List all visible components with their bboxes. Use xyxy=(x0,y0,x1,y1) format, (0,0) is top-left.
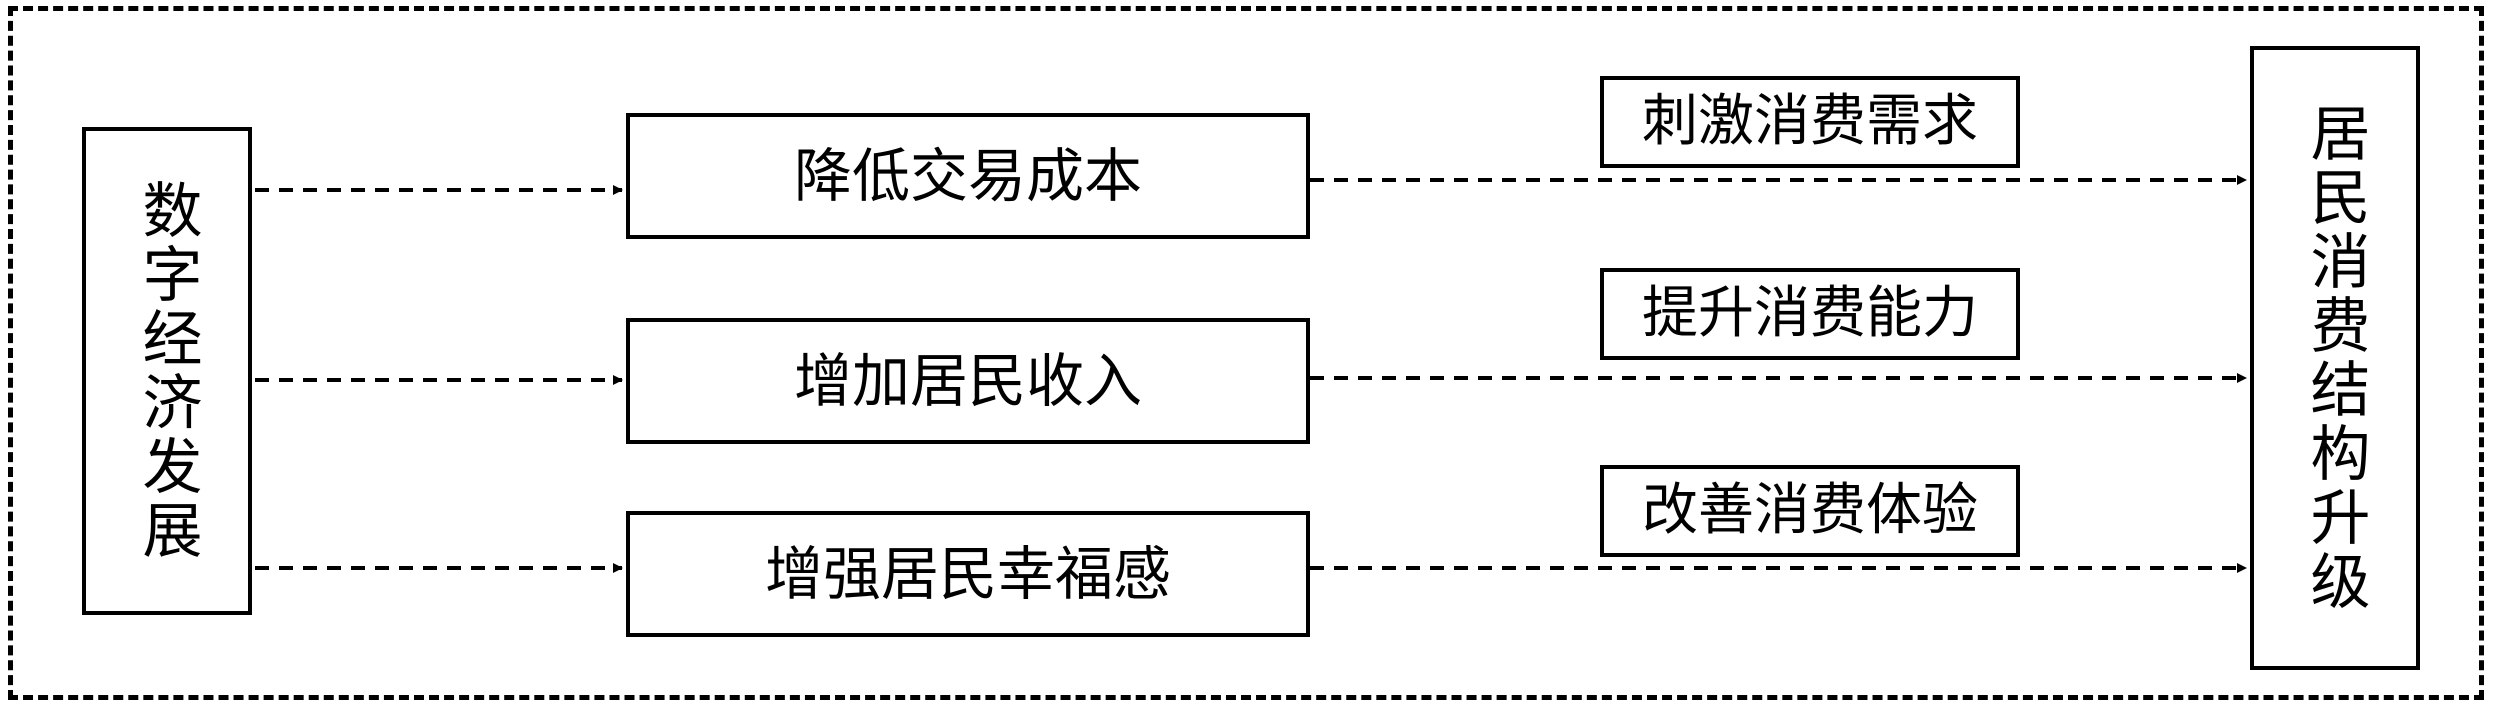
mechanism-node-1-label: 降低交易成本 xyxy=(793,142,1142,210)
effect-label-3-text: 改善消费体验 xyxy=(1642,478,1978,543)
effect-label-3: 改善消费体验 xyxy=(1600,465,2020,557)
outer-dashed-frame xyxy=(8,6,2484,700)
effect-label-2-text: 提升消费能力 xyxy=(1642,281,1978,346)
mechanism-node-1: 降低交易成本 xyxy=(626,113,1310,239)
mechanism-node-2: 增加居民收入 xyxy=(626,318,1310,444)
effect-label-1: 刺激消费需求 xyxy=(1600,76,2020,168)
target-node-label: 居民消费结构升级 xyxy=(2300,102,2370,614)
effect-label-1-text: 刺激消费需求 xyxy=(1642,89,1978,154)
source-node: 数字经济发展 xyxy=(82,127,252,615)
target-node: 居民消费结构升级 xyxy=(2250,46,2420,670)
mechanism-node-3-label: 增强居民幸福感 xyxy=(764,540,1171,608)
source-node-label: 数字经济发展 xyxy=(132,179,202,563)
mechanism-node-2-label: 增加居民收入 xyxy=(793,347,1142,415)
effect-label-2: 提升消费能力 xyxy=(1600,268,2020,360)
mechanism-node-3: 增强居民幸福感 xyxy=(626,511,1310,637)
